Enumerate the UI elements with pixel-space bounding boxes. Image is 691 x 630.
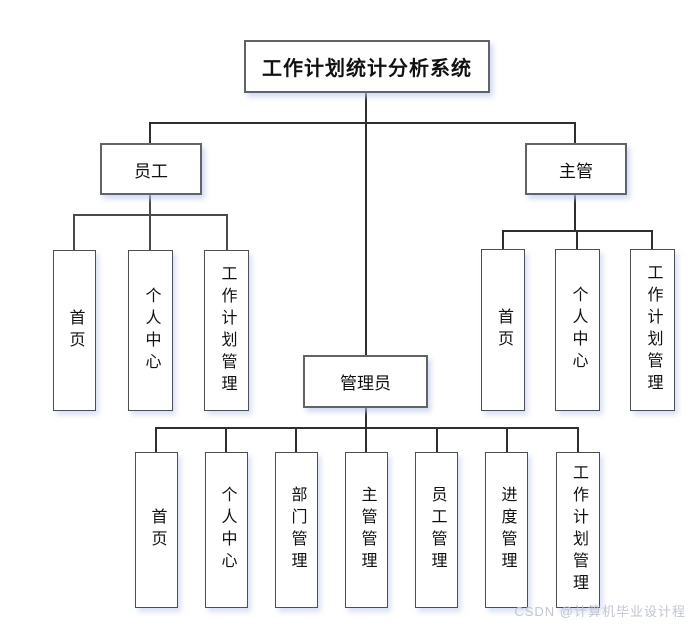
- branch-node-employee: 员工: [100, 143, 202, 195]
- branch-node-employee-label: 员工: [134, 161, 168, 181]
- connector-line: [149, 214, 151, 250]
- leaf-node-admin-home: 首页: [135, 452, 178, 608]
- leaf-node-admin-profile-label: 个人中心: [218, 486, 236, 574]
- connector-line: [365, 93, 367, 355]
- branch-node-admin: 管理员: [303, 355, 428, 408]
- leaf-node-admin-progress-mgmt-label: 进度管理: [498, 486, 516, 574]
- connector-line: [577, 427, 579, 452]
- leaf-node-employee-home: 首页: [53, 250, 96, 411]
- leaf-node-admin-employee-mgmt-label: 员工管理: [428, 486, 446, 574]
- leaf-node-supervisor-profile-label: 个人中心: [569, 286, 587, 374]
- connector-line: [651, 230, 653, 249]
- connector-line: [155, 427, 157, 452]
- connector-line: [365, 408, 367, 428]
- leaf-node-admin-progress-mgmt: 进度管理: [485, 452, 528, 608]
- connector-line: [225, 427, 227, 452]
- connector-line: [155, 427, 579, 429]
- connector-line: [436, 427, 438, 452]
- leaf-node-employee-workplan: 工作计划管理: [204, 250, 249, 411]
- connector-line: [574, 122, 576, 143]
- leaf-node-admin-employee-mgmt: 员工管理: [415, 452, 458, 608]
- leaf-node-employee-profile: 个人中心: [128, 250, 173, 411]
- branch-node-supervisor: 主管: [525, 143, 627, 195]
- leaf-node-employee-workplan-label: 工作计划管理: [218, 264, 236, 397]
- watermark: CSDN @计算机毕业设计程: [514, 604, 686, 619]
- leaf-node-supervisor-home-label: 首页: [495, 308, 512, 352]
- leaf-node-employee-profile-label: 个人中心: [142, 286, 160, 375]
- connector-line: [149, 122, 151, 143]
- leaf-node-supervisor-profile: 个人中心: [555, 249, 600, 411]
- root-node-label: 工作计划统计分析系统: [262, 58, 472, 80]
- branch-node-admin-label: 管理员: [340, 374, 391, 393]
- connector-line: [576, 230, 578, 249]
- leaf-node-admin-supervisor-mgmt-label: 主管管理: [358, 486, 376, 574]
- branch-node-supervisor-label: 主管: [559, 161, 593, 181]
- leaf-node-admin-home-label: 首页: [148, 508, 166, 552]
- connector-line: [295, 427, 297, 452]
- connector-line: [502, 230, 504, 249]
- leaf-node-employee-home-label: 首页: [66, 308, 84, 353]
- leaf-node-admin-profile: 个人中心: [205, 452, 248, 608]
- connector-line: [365, 427, 367, 452]
- connector-line: [149, 122, 576, 124]
- leaf-node-supervisor-workplan: 工作计划管理: [630, 249, 675, 411]
- connector-line: [574, 195, 576, 232]
- leaf-node-admin-workplan-mgmt-label: 工作计划管理: [570, 464, 587, 596]
- leaf-node-supervisor-home: 首页: [481, 249, 525, 411]
- connector-line: [506, 427, 508, 452]
- leaf-node-admin-department-mgmt: 部门管理: [275, 452, 318, 608]
- leaf-node-admin-workplan-mgmt: 工作计划管理: [556, 452, 600, 608]
- connector-line: [149, 195, 151, 216]
- leaf-node-admin-supervisor-mgmt: 主管管理: [345, 452, 388, 608]
- root-node: 工作计划统计分析系统: [244, 40, 490, 93]
- leaf-node-admin-department-mgmt-label: 部门管理: [288, 486, 306, 574]
- leaf-node-supervisor-workplan-label: 工作计划管理: [644, 264, 662, 396]
- connector-line: [73, 214, 75, 250]
- connector-line: [226, 214, 228, 250]
